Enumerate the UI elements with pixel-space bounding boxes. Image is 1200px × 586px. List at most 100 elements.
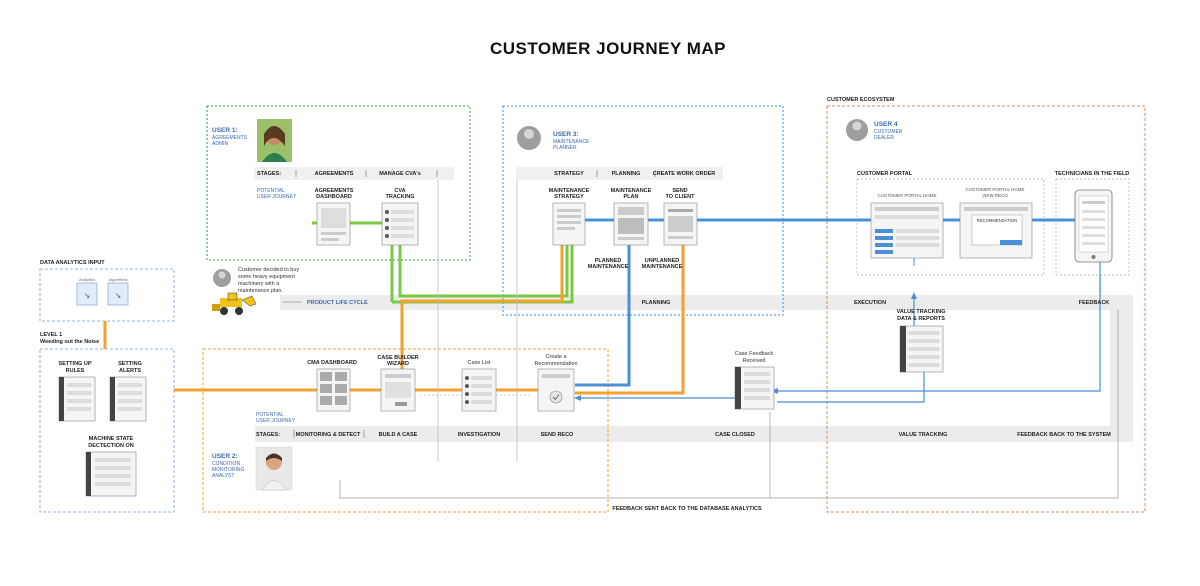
stage-send-reco: SEND RECO xyxy=(541,432,574,438)
user1-avatar xyxy=(257,119,292,162)
stage-separators xyxy=(293,170,656,438)
customer-ecosystem-frame xyxy=(826,105,1146,513)
portal-home-screen xyxy=(870,202,944,259)
user2-role-3: ANALYST xyxy=(212,473,234,479)
user2-stages-label: STAGES: xyxy=(256,432,280,438)
user3-stage-work-order: CREATE WORK ORDER xyxy=(653,171,716,177)
data-analytics-input-frame xyxy=(39,268,175,322)
blue-flow-line-planned xyxy=(575,238,631,387)
data-analytics-heading: DATA ANALYTICS INPUT xyxy=(40,260,105,266)
blue-feedback-line xyxy=(777,260,1101,392)
send-client-label-2: TO CLIENT xyxy=(666,194,696,200)
technicians-label: TECHNICIANS IN THE FIELD xyxy=(1055,171,1130,177)
recommendation-label: RECOMMENDATION xyxy=(977,218,1017,223)
user4-role-1: CUSTOMER xyxy=(874,129,903,135)
customer-note-4: maintenance plan. xyxy=(238,288,283,294)
customer-note-1: Customer decided to buy xyxy=(238,267,299,273)
user1-potential-1: POTENTIAL xyxy=(257,188,285,194)
portal-view-label-2: VIEW RECO xyxy=(982,193,1008,198)
user3-role-2: PLANNER xyxy=(553,145,577,151)
user1-role-1: AGREEMENTS xyxy=(212,135,248,141)
page-title: CUSTOMER JOURNEY MAP xyxy=(490,39,726,58)
user3-avatar-head xyxy=(524,129,534,139)
case-builder-label-1: CASE BUILDER xyxy=(377,355,418,361)
value-tracking-label-2: DATA & REPORTS xyxy=(897,316,945,322)
user3-stages-row xyxy=(516,167,723,180)
maintenance-strategy-label-1: MAINTENANCE xyxy=(549,188,590,194)
ecosystem-heading: CUSTOMER ECOSYSTEM xyxy=(827,97,895,103)
stage-investigation: INVESTIGATION xyxy=(458,432,500,438)
setting-rules-screen xyxy=(58,376,96,422)
portal-view-screen xyxy=(959,202,1033,259)
setting-rules-label-2: RULES xyxy=(66,368,85,374)
machine-state-label-1: MACHINE STATE xyxy=(89,436,134,442)
analytics-label: Analytics xyxy=(79,277,95,282)
lifecycle-feedback: FEEDBACK xyxy=(1079,300,1110,306)
feedback-db-note: FEEDBACK SENT BACK TO THE DATABASE ANALY… xyxy=(612,506,762,512)
user2-potential-1: POTENTIAL xyxy=(256,412,284,418)
portal-label: CUSTOMER PORTAL xyxy=(857,171,913,177)
case-builder-screen xyxy=(380,368,416,412)
value-tracking-screen xyxy=(899,325,944,373)
customer-portal-frame xyxy=(856,178,1045,276)
excavator-icon xyxy=(212,292,257,315)
create-reco-label-1: Create a xyxy=(545,354,567,360)
user1-stages-row xyxy=(254,167,454,180)
user3-stage-planning: PLANNING xyxy=(612,171,641,177)
user1-role-2: ADMIN xyxy=(212,141,229,147)
green-flow-line-c xyxy=(392,215,574,304)
green-flow-line xyxy=(312,215,569,298)
maintenance-plan-screen xyxy=(613,202,649,246)
maintenance-strategy-label-2: STRATEGY xyxy=(554,194,584,200)
user1-stage-manage: MANAGE CVA's xyxy=(379,171,421,177)
user3-role-1: MAINTENANCE xyxy=(553,139,590,145)
blue-arrowhead-feedback xyxy=(771,388,778,394)
user1-frame xyxy=(206,105,471,261)
send-client-screen xyxy=(663,202,698,246)
case-feedback-label-2: Received xyxy=(743,358,766,364)
setting-rules-label-1: SETTING UP xyxy=(58,361,91,367)
customer-note-3: machinery with a xyxy=(238,281,280,287)
technicians-frame xyxy=(1055,178,1130,276)
stage-case-closed: CASE CLOSED xyxy=(715,432,755,438)
level1-frame xyxy=(39,348,175,513)
case-list-screen xyxy=(461,368,497,412)
user3-label: USER 3: xyxy=(553,131,579,138)
user1-potential-2: USER JOURNEY xyxy=(257,194,297,200)
customer-avatar-head xyxy=(218,271,226,279)
unplanned-maintenance-label-1: UNPLANNED xyxy=(645,258,680,264)
agreements-dashboard-screen xyxy=(316,202,351,246)
create-reco-screen xyxy=(537,368,575,412)
maintenance-strategy-screen xyxy=(552,202,586,246)
blue-arrowhead-reco xyxy=(574,395,581,401)
case-feedback-screen xyxy=(734,366,775,410)
unplanned-maintenance-label-2: MAINTENANCE xyxy=(642,264,683,270)
blue-arrowhead-value xyxy=(911,292,917,299)
case-builder-label-2: WIZARD xyxy=(387,361,409,367)
setting-alerts-screen xyxy=(109,376,147,422)
send-client-label-1: SEND xyxy=(672,188,687,194)
case-list-label: Case List xyxy=(468,360,491,366)
customer-note-2: some heavy equipment xyxy=(238,274,295,280)
user2-role-2: MONITORING xyxy=(212,467,245,473)
create-reco-label-2: Recommendation xyxy=(534,361,577,367)
lifecycle-execution: EXECUTION xyxy=(854,300,886,306)
stage-value-tracking: VALUE TRACKING xyxy=(899,432,948,438)
user3-stage-strategy: STRATEGY xyxy=(554,171,584,177)
analytics-card xyxy=(76,282,98,306)
lifecycle-band xyxy=(280,295,1133,310)
algorithms-label: Algorithms xyxy=(109,277,128,282)
cva-tracking-screen xyxy=(381,202,419,246)
agreements-dashboard-label-2: DASHBOARD xyxy=(316,194,352,200)
user2-frame xyxy=(202,348,609,513)
right-band xyxy=(1110,295,1133,442)
machine-state-screen xyxy=(85,451,137,497)
analytics-arrow-icon: ↘ xyxy=(84,291,91,300)
planned-maintenance-label-2: MAINTENANCE xyxy=(588,264,629,270)
algorithms-arrow-icon: ↘ xyxy=(115,291,122,300)
user2-role-1: CONDITION xyxy=(212,461,240,467)
stage-build-case: BUILD A CASE xyxy=(379,432,418,438)
user3-frame xyxy=(502,105,784,316)
planned-maintenance-label-1: PLANNED xyxy=(595,258,622,264)
user2-avatar xyxy=(255,446,293,491)
